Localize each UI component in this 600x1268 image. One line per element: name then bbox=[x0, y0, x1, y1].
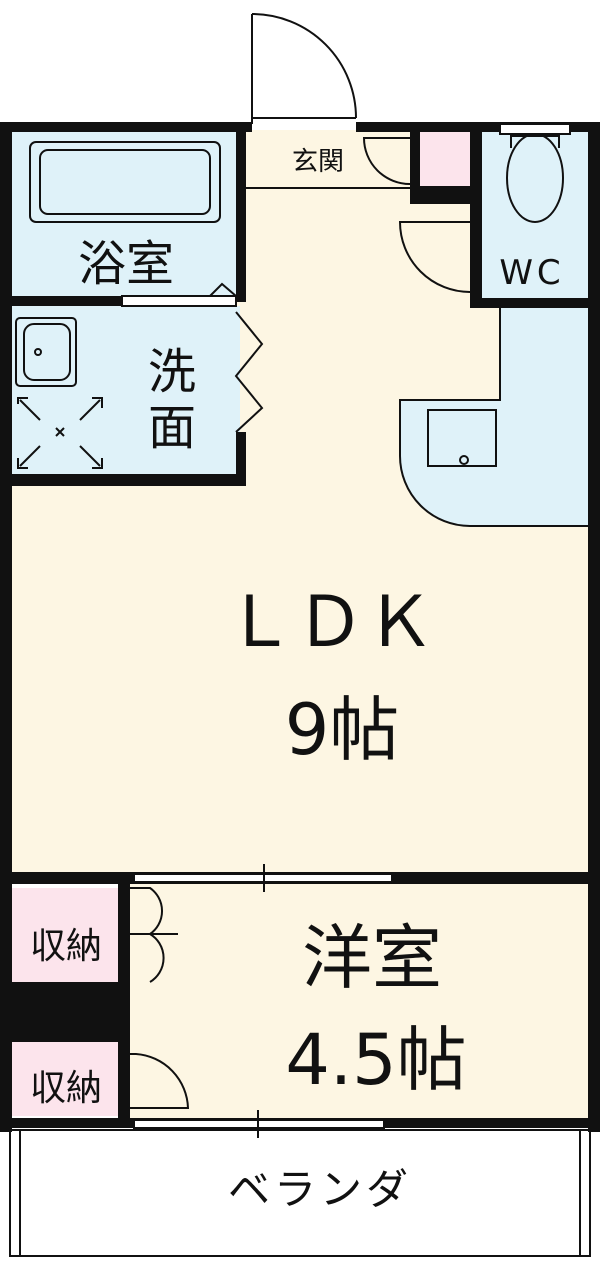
bath-door-swing bbox=[209, 282, 237, 297]
bath-door-frame bbox=[121, 295, 237, 307]
entrance-door bbox=[251, 13, 357, 124]
shoe-cabinet bbox=[420, 132, 470, 188]
wc-label: WC bbox=[499, 253, 564, 293]
washroom-label-2: 面 bbox=[148, 400, 196, 456]
washing-machine-icon bbox=[17, 397, 103, 469]
closet-upper-floor bbox=[12, 888, 120, 982]
genkan-swing-door bbox=[362, 137, 411, 185]
kitchen-area bbox=[400, 306, 588, 526]
ldk-size-label: 9帖 bbox=[285, 689, 400, 771]
western-room-floor bbox=[128, 882, 588, 1120]
sliding-door-veranda bbox=[133, 1110, 385, 1138]
kitchen-sink-icon bbox=[427, 409, 497, 467]
bathtub-icon bbox=[29, 141, 221, 223]
veranda-outline bbox=[9, 1129, 591, 1257]
closet-lower-floor bbox=[12, 1042, 120, 1116]
closet-upper-door bbox=[130, 887, 178, 983]
genkan-label: 玄関 bbox=[292, 147, 344, 177]
western-room-size-label: 4.5帖 bbox=[285, 1019, 466, 1101]
folding-door bbox=[234, 311, 264, 433]
bath-label: 浴室 bbox=[78, 236, 174, 292]
ldk-label: ＬＤＫ bbox=[225, 581, 435, 663]
closet-upper-label: 収納 bbox=[30, 926, 102, 967]
toilet-icon bbox=[499, 123, 571, 223]
kitchen-counter-outline bbox=[399, 306, 588, 527]
wc-door bbox=[398, 221, 471, 293]
western-room-label: 洋室 bbox=[302, 917, 442, 999]
washroom-label-1: 洗 bbox=[148, 344, 196, 400]
wc-floor bbox=[482, 130, 588, 298]
washbasin-icon bbox=[15, 317, 77, 387]
washroom-floor bbox=[12, 306, 240, 476]
closet-lower-door bbox=[130, 1053, 190, 1109]
closet-lower-label: 収納 bbox=[30, 1068, 102, 1109]
veranda-label: ベランダ bbox=[228, 1165, 412, 1214]
sliding-door-ldk bbox=[133, 864, 393, 892]
